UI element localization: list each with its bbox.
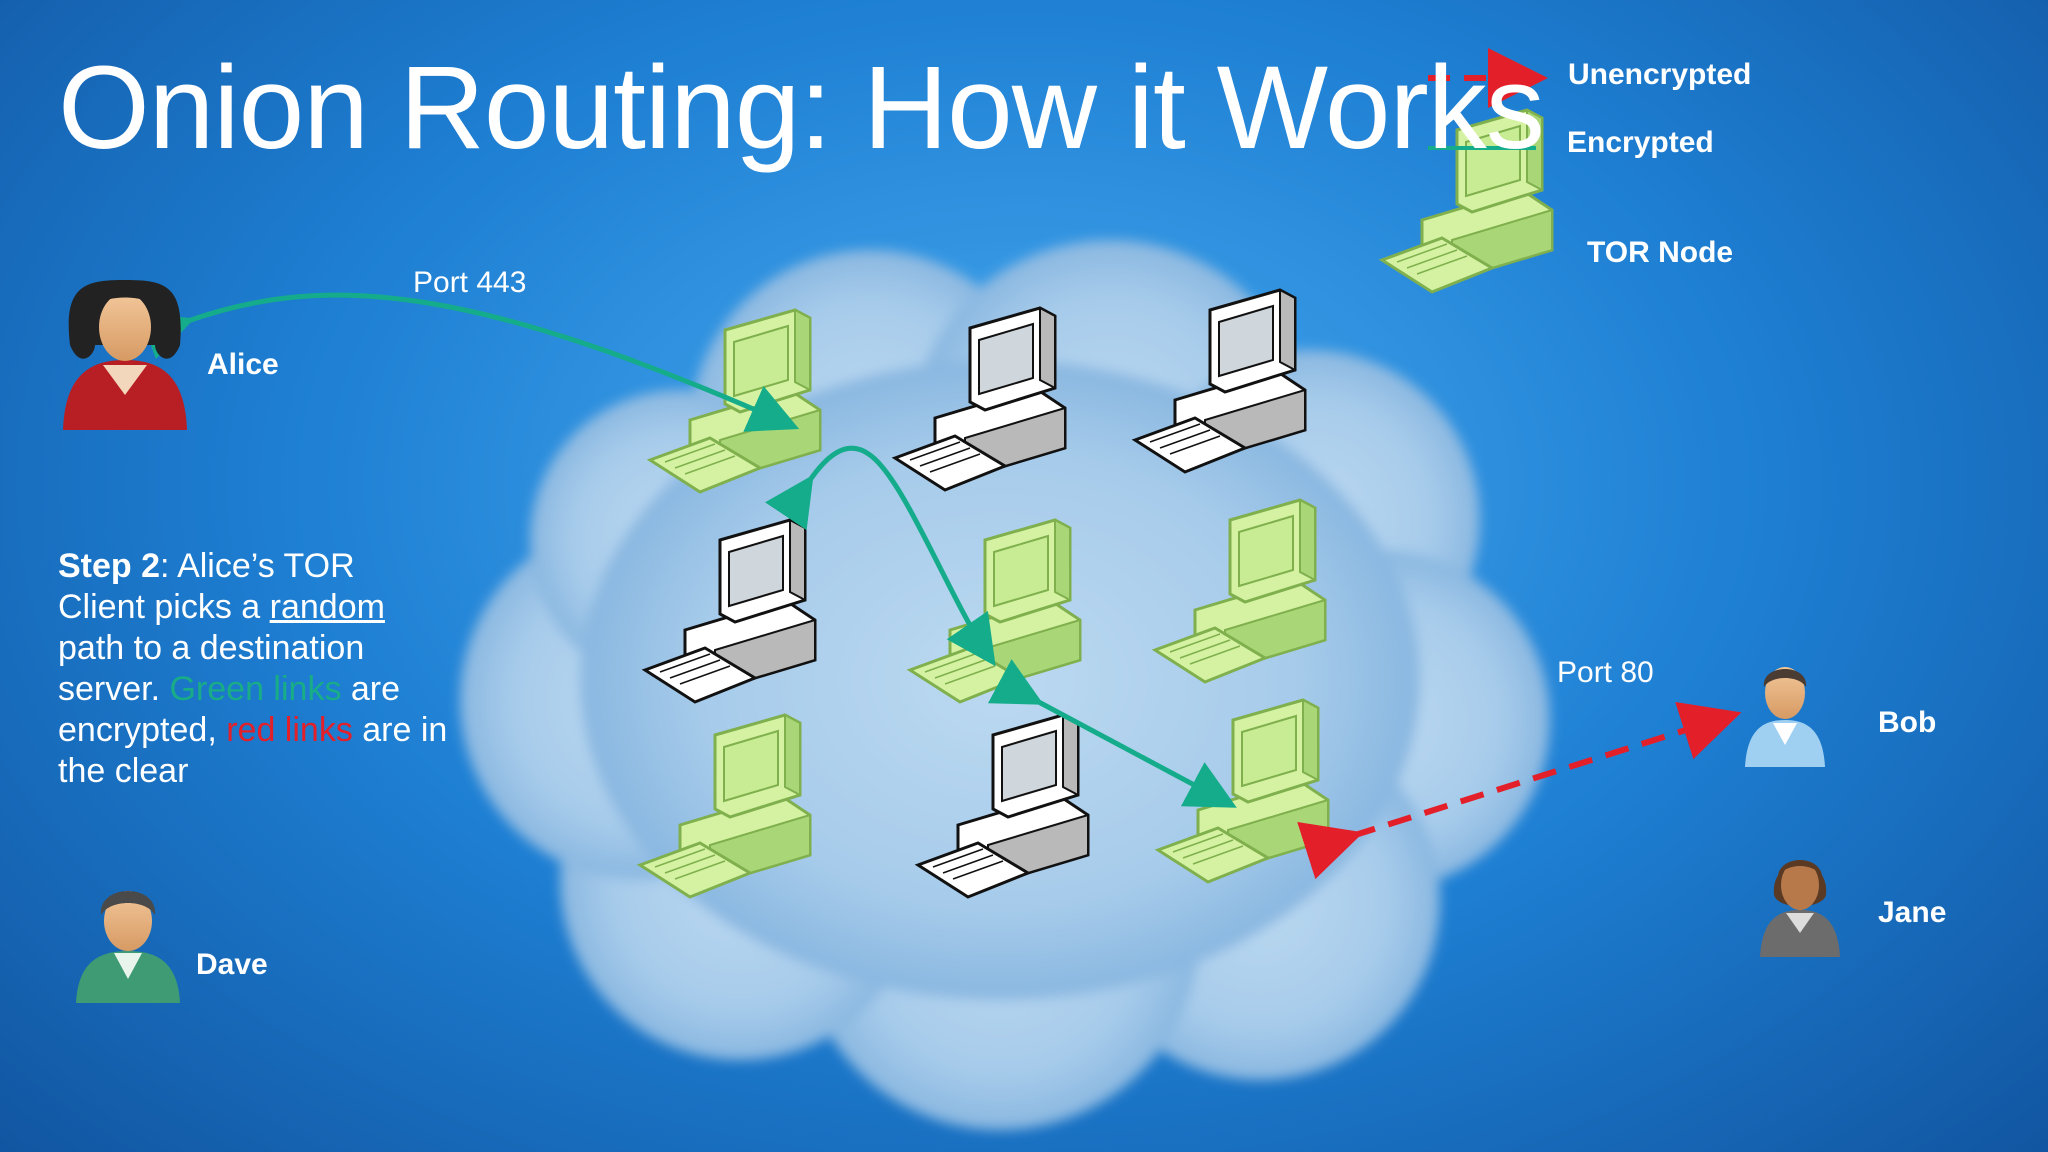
step-red-links: red links	[226, 711, 353, 749]
middle-to-exit-link	[987, 659, 1237, 808]
server-pc-2	[1131, 288, 1307, 474]
tor-node-pc-4	[636, 713, 812, 899]
step-text-part2: path to a destination server.	[58, 629, 365, 708]
step-text-part3: are encrypted,	[58, 670, 401, 749]
jane-avatar	[1760, 860, 1840, 957]
legend-encrypted-label: Encrypted	[1567, 126, 1714, 159]
server-pc-1	[891, 306, 1067, 492]
legend-tor-node-icon	[1378, 108, 1554, 294]
step-random-word: random	[269, 588, 385, 626]
port-80-label: Port 80	[1557, 656, 1654, 689]
tor-node-pc-3	[1151, 498, 1327, 684]
step-text-part4: are in the clear	[58, 711, 448, 790]
bob-avatar	[1745, 667, 1825, 767]
dave-label: Dave	[196, 948, 268, 981]
slide-title: Onion Routing: How it Works	[58, 42, 1545, 174]
alice-avatar	[63, 280, 187, 430]
bob-label: Bob	[1878, 706, 1937, 739]
dave-avatar	[76, 891, 180, 1003]
step-green-links: Green links	[169, 670, 342, 708]
entry-to-middle-link	[765, 445, 996, 667]
step-prefix: Step 2	[58, 547, 161, 585]
alice-label: Alice	[207, 348, 279, 381]
alice-to-entry-link	[138, 292, 800, 432]
port-443-label: Port 443	[413, 266, 527, 299]
legend-tor-node-label: TOR Node	[1587, 236, 1734, 269]
step-description: Step 2: Alice’s TOR Client picks a rando…	[58, 546, 448, 792]
step-text-part1: : Alice’s TOR Client picks a	[58, 547, 355, 626]
legend-unencrypted-label: Unencrypted	[1568, 58, 1752, 91]
exit-to-bob-link	[1297, 701, 1742, 880]
jane-label: Jane	[1878, 896, 1947, 929]
